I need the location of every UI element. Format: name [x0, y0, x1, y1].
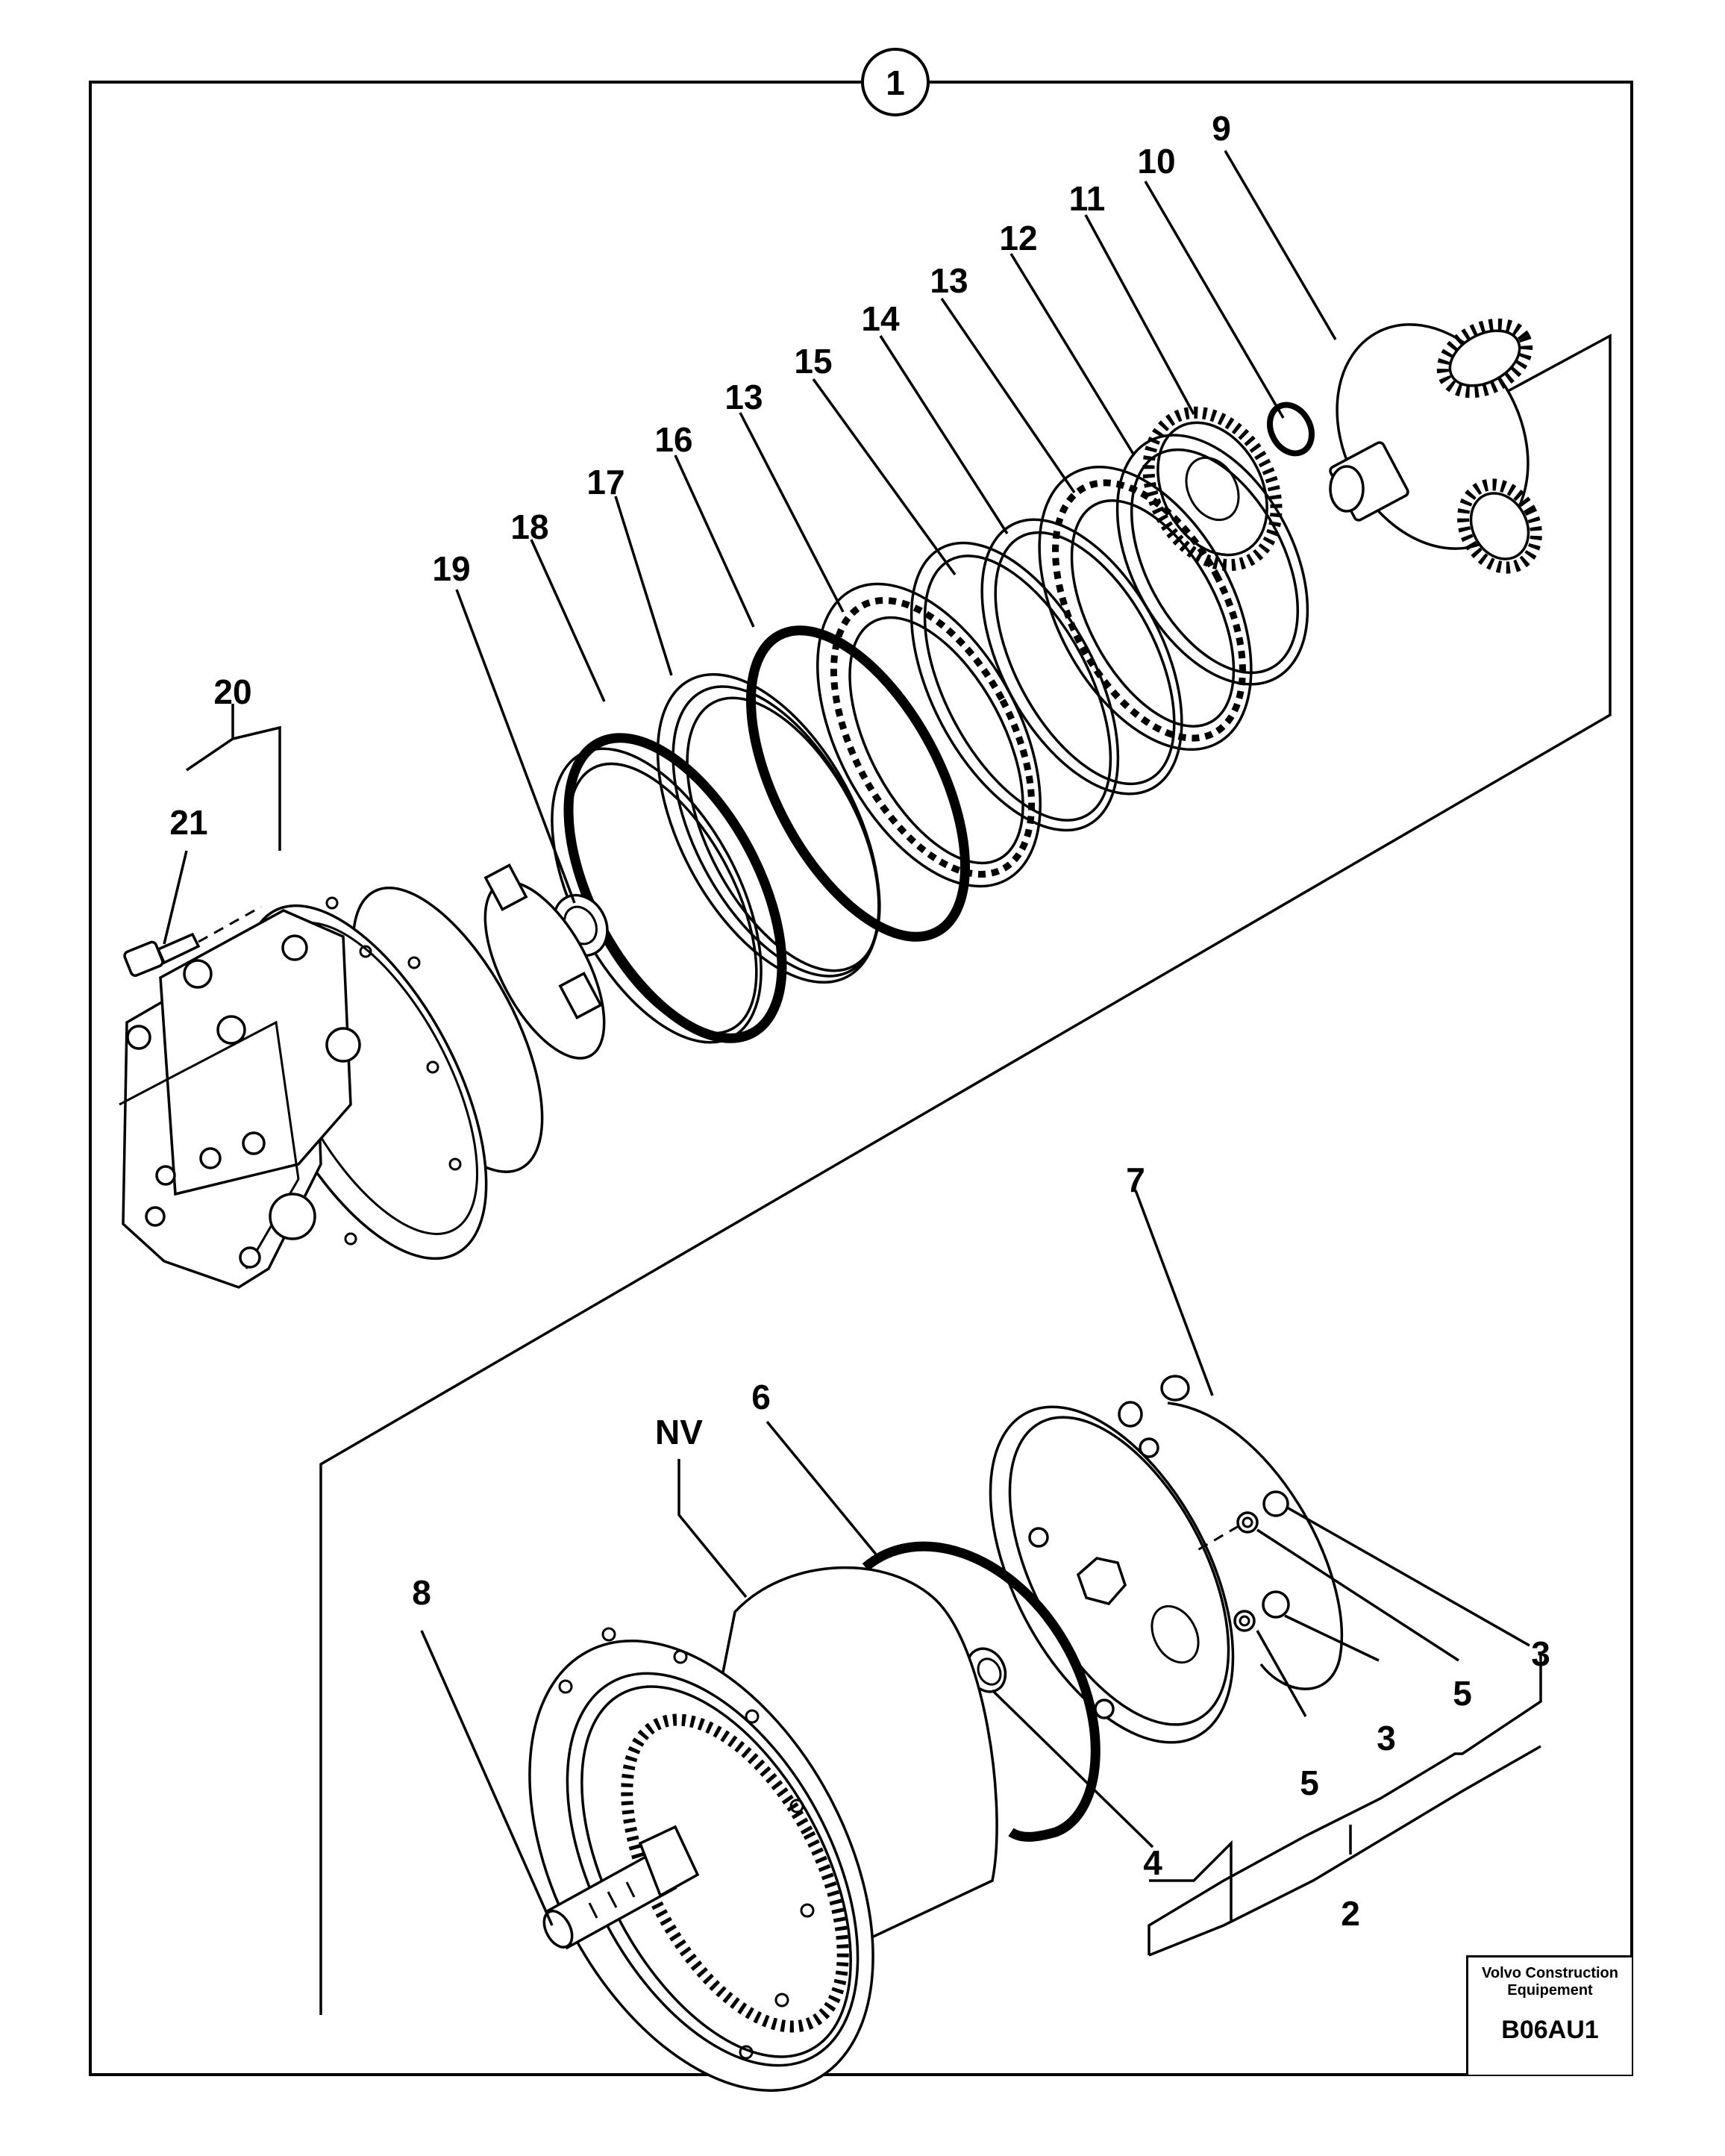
figure-code-box: Volvo Construction Equipement B06AU1: [1466, 1955, 1632, 2075]
callout-5-mid: 5: [1300, 1763, 1319, 1802]
part-9-planet-carrier: [1329, 318, 1542, 574]
callout-13-lower: 13: [724, 378, 763, 416]
callout-6: 6: [751, 1378, 771, 1416]
callout-21: 21: [169, 803, 207, 842]
part-11-gear: [1142, 406, 1283, 572]
maker-name-line-2: Equipement: [1507, 1982, 1593, 1999]
callout-8: 8: [412, 1573, 431, 1612]
part-21-bolt: [123, 905, 262, 977]
figure-code: B06AU1: [1501, 2016, 1599, 2044]
part-17-ring: [656, 673, 881, 984]
callout-19: 19: [432, 549, 470, 588]
part-20-travel-motor: [119, 863, 606, 1289]
part-15-ring: [910, 541, 1120, 832]
part-13-bearing-upper: [1038, 465, 1253, 752]
leader-lines: [163, 150, 1542, 1957]
svg-text:1: 1: [886, 63, 905, 102]
part-8-shaft: [542, 1825, 700, 1950]
callout-13-upper: 13: [930, 261, 968, 300]
callout-12: 12: [999, 219, 1037, 257]
part-3-plug-lower: [1233, 1590, 1290, 1632]
callout-2: 2: [1341, 1894, 1360, 1933]
group-number-badge: 1: [861, 48, 930, 116]
callout-3-right: 3: [1531, 1634, 1550, 1673]
part-10-snap-ring: [1267, 401, 1315, 457]
subassembly-outline: [319, 334, 1612, 2015]
part-nv-gear-housing: [528, 1566, 998, 2092]
callout-7: 7: [1126, 1160, 1145, 1199]
callout-10: 10: [1137, 142, 1175, 181]
callout-4: 4: [1143, 1843, 1162, 1882]
callout-nv: NV: [655, 1413, 703, 1452]
callout-16: 16: [654, 420, 692, 459]
callout-20: 20: [213, 672, 251, 711]
callout-15: 15: [794, 342, 832, 381]
part-13-bearing-lower: [816, 582, 1042, 888]
part-7-retaining-ring: [1167, 1402, 1344, 1690]
callout-5-right: 5: [1453, 1674, 1472, 1713]
callout-18: 18: [510, 507, 548, 546]
callout-3-mid: 3: [1377, 1719, 1396, 1757]
callout-11: 11: [1069, 179, 1106, 218]
callout-14: 14: [861, 299, 900, 338]
callout-9: 9: [1212, 109, 1231, 148]
callout-labels: 9 10 11 12 13 14 15 13 16 17 18 19 20 21…: [169, 109, 1550, 1933]
part-3-plug-upper: [1193, 1490, 1289, 1554]
callout-17: 17: [586, 463, 624, 501]
part-16-o-ring: [746, 625, 970, 942]
maker-name-line-1: Volvo Construction: [1482, 1965, 1618, 1981]
